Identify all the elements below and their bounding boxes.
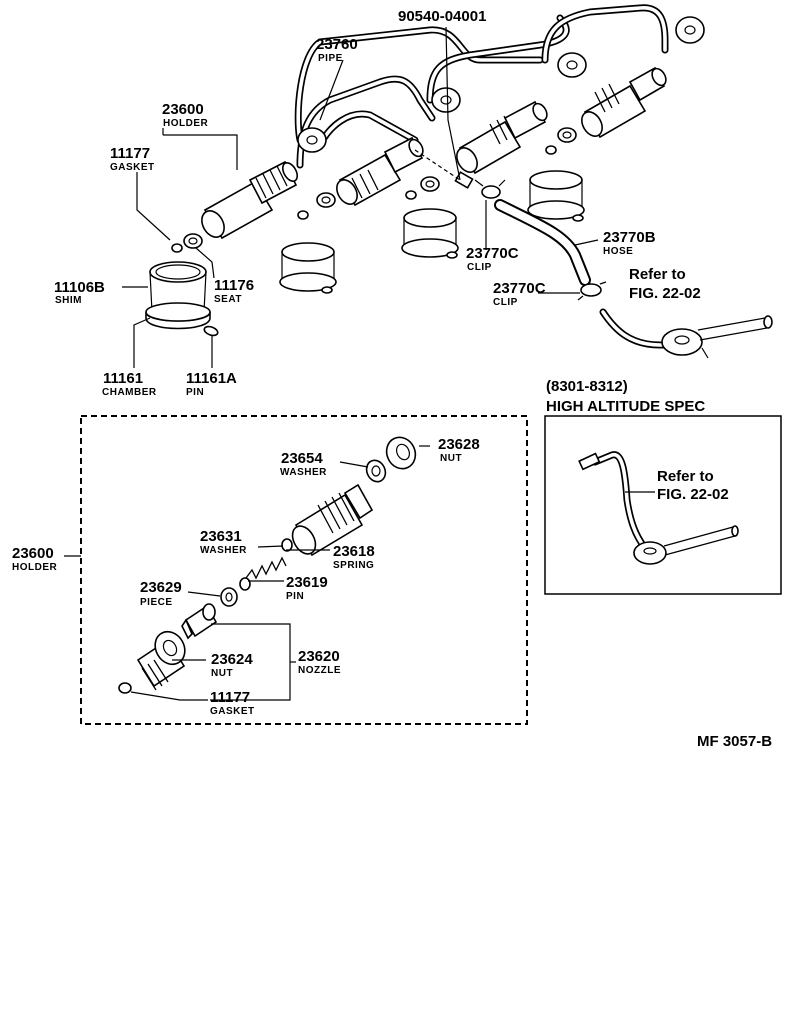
label-11161a: 11161A bbox=[186, 370, 237, 387]
label-11177-lower: 11177 bbox=[210, 689, 250, 706]
washer-23631 bbox=[281, 538, 293, 552]
injection-pipe-23760 bbox=[294, 4, 705, 169]
chamber-2 bbox=[279, 242, 337, 294]
gasket-ring-11177 bbox=[171, 243, 183, 253]
nut-23628 bbox=[385, 436, 417, 470]
label-23600-lower: 23600 bbox=[12, 545, 54, 562]
combustion-chamber-11161 bbox=[145, 261, 211, 330]
label-23619: 23619 bbox=[286, 574, 328, 591]
label-23654: 23654 bbox=[281, 450, 323, 467]
desc-23619: PIN bbox=[286, 591, 304, 602]
labels-exploded: 23654 WASHER 23628 NUT 23600 HOLDER 2363… bbox=[12, 436, 480, 717]
nozzle-23620 bbox=[181, 603, 218, 640]
return-pipe-upper bbox=[599, 308, 773, 359]
label-90540-04001: 90540-04001 bbox=[398, 8, 486, 25]
chamber-3 bbox=[401, 208, 459, 259]
label-23624: 23624 bbox=[211, 651, 253, 668]
nozzle-holder-4 bbox=[581, 66, 667, 139]
spec-range: (8301-8312) bbox=[546, 378, 628, 395]
desc-23770b: HOSE bbox=[603, 246, 633, 257]
desc-11177-upper: GASKET bbox=[110, 162, 155, 173]
desc-23631: WASHER bbox=[200, 545, 247, 556]
piece-23629 bbox=[220, 587, 238, 607]
label-23770c-lower: 23770C bbox=[493, 280, 546, 297]
desc-23654: WASHER bbox=[280, 467, 327, 478]
label-23620: 23620 bbox=[298, 648, 340, 665]
desc-11106b: SHIM bbox=[55, 295, 82, 306]
pin-23619 bbox=[239, 577, 251, 591]
desc-23770c-lower: CLIP bbox=[493, 297, 518, 308]
spec-title: HIGH ALTITUDE SPEC bbox=[546, 398, 705, 415]
clip-23770c-upper bbox=[474, 179, 506, 199]
holder-body bbox=[291, 483, 374, 557]
pin-11161a bbox=[203, 325, 219, 337]
desc-23620: NOZZLE bbox=[298, 665, 341, 676]
label-11176: 11176 bbox=[214, 277, 254, 294]
desc-11161a: PIN bbox=[186, 387, 204, 398]
refer-fig-upper: FIG. 22-02 bbox=[629, 285, 701, 302]
leak-hose-23770b bbox=[494, 199, 591, 286]
label-11161: 11161 bbox=[103, 370, 143, 387]
desc-23628: NUT bbox=[440, 453, 462, 464]
label-23628: 23628 bbox=[438, 436, 480, 453]
leader-lines-exploded bbox=[64, 445, 430, 701]
clip-23770c-lower bbox=[577, 281, 607, 301]
figure-code: MF 3057-B bbox=[697, 733, 772, 750]
label-23600-upper: 23600 bbox=[162, 101, 204, 118]
desc-23629: PIECE bbox=[140, 597, 173, 608]
upper-assembly bbox=[122, 4, 773, 368]
spec-frame bbox=[544, 415, 782, 595]
exploded-holder-23600 bbox=[64, 415, 528, 725]
seat-ring-11176 bbox=[183, 233, 203, 249]
desc-11161: CHAMBER bbox=[102, 387, 157, 398]
desc-23770c-upper: CLIP bbox=[467, 262, 492, 273]
label-23631: 23631 bbox=[200, 528, 242, 545]
nozzle-holder-3 bbox=[456, 100, 548, 175]
label-23770c-upper: 23770C bbox=[466, 245, 519, 262]
labels-upper: 90540-04001 23760 PIPE 23600 HOLDER 1117… bbox=[54, 8, 701, 398]
gasket-11177-lower bbox=[118, 682, 132, 694]
spring-23618 bbox=[245, 556, 287, 580]
nozzle-holder-2 bbox=[336, 136, 424, 207]
leader-lines-upper bbox=[122, 26, 599, 368]
label-23760: 23760 bbox=[316, 36, 358, 53]
refer-to-text-upper: Refer to bbox=[629, 266, 686, 283]
desc-11177-lower: GASKET bbox=[210, 706, 255, 717]
chamber-4 bbox=[527, 170, 585, 222]
desc-23618: SPRING bbox=[333, 560, 374, 571]
label-11177-upper: 11177 bbox=[110, 145, 150, 162]
label-23629: 23629 bbox=[140, 579, 182, 596]
nut-23624 bbox=[136, 630, 186, 691]
refer-to-text-box: Refer to bbox=[657, 468, 714, 485]
label-11106b: 11106B bbox=[54, 279, 105, 296]
washer-23654 bbox=[365, 459, 387, 483]
desc-23600-lower: HOLDER bbox=[12, 562, 58, 573]
high-altitude-return-pipe bbox=[578, 451, 739, 565]
label-23618: 23618 bbox=[333, 543, 375, 560]
refer-fig-box: FIG. 22-02 bbox=[657, 486, 729, 503]
nozzle-holder-1 bbox=[201, 160, 299, 240]
union-bolt-90540 bbox=[454, 171, 474, 189]
high-altitude-spec-box: (8301-8312) HIGH ALTITUDE SPEC Refer to … bbox=[544, 378, 782, 595]
label-23770b: 23770B bbox=[603, 229, 656, 246]
desc-23600-upper: HOLDER bbox=[163, 118, 209, 129]
holder-dashed-frame bbox=[80, 415, 528, 725]
desc-11176: SEAT bbox=[214, 294, 242, 305]
desc-23760: PIPE bbox=[318, 53, 343, 64]
desc-23624: NUT bbox=[211, 668, 233, 679]
